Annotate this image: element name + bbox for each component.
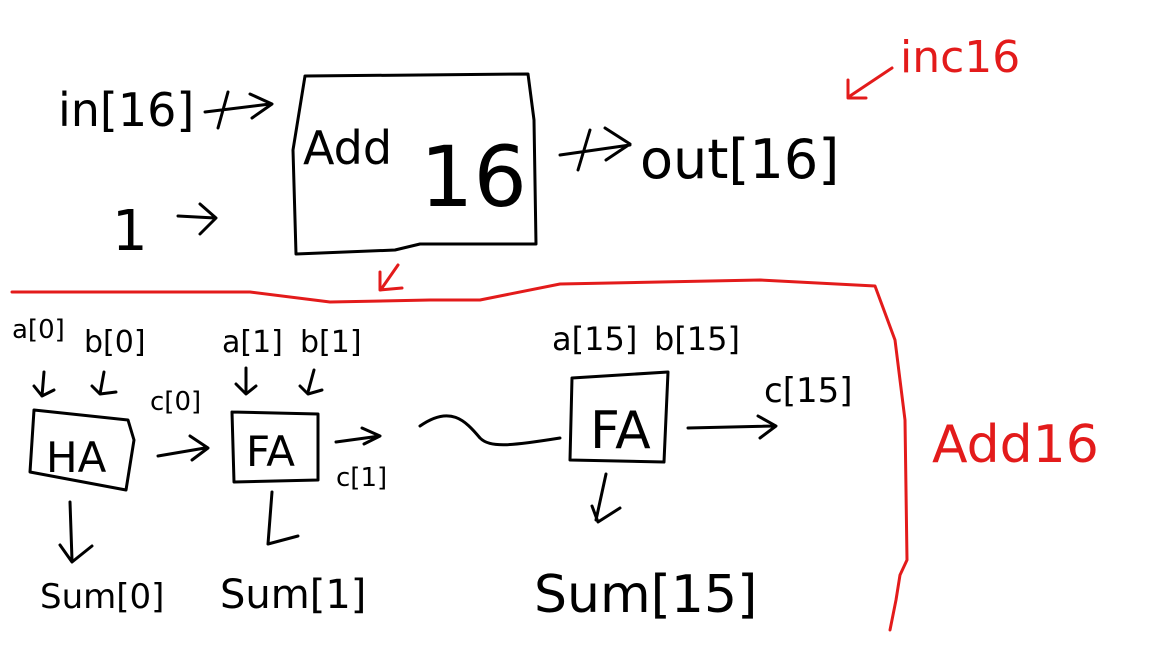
ha-carry-arrow [156, 434, 210, 462]
add16-bracket [10, 278, 909, 632]
fa1-carry-arrow [334, 426, 382, 446]
input-one-arrow [176, 202, 218, 236]
add16-block-number: 16 [420, 128, 527, 226]
ha-input-a: a[0] [12, 315, 65, 345]
ha-input-b-arrow [90, 370, 118, 396]
ha-input-a-arrow [32, 370, 56, 398]
full-adder-1-block: FA [230, 410, 320, 484]
add16-block: Add 16 [291, 72, 538, 256]
fa15-input-a: a[15] [552, 320, 637, 358]
half-adder-block: HA [28, 408, 136, 492]
full-adder-15-block: FA [568, 370, 670, 464]
add16-block-word: Add [303, 121, 392, 175]
fa1-input-a: a[1] [222, 325, 283, 360]
fa1-carry-label: c[1] [336, 463, 387, 493]
chip-name-arrow [846, 66, 894, 100]
full-adder-1-label: FA [246, 427, 295, 476]
expansion-arrow [378, 263, 404, 292]
input-one-label: 1 [112, 199, 148, 264]
carry-chain-ellipsis-wire [418, 414, 562, 447]
input-in-label: in[16] [58, 83, 194, 137]
ha-input-b: b[0] [84, 325, 146, 360]
ha-sum-arrow [58, 500, 94, 564]
add16-group-label: Add16 [932, 415, 1099, 475]
fa15-input-b: b[15] [654, 320, 740, 358]
full-adder-15-label: FA [590, 401, 651, 461]
chip-name-label: inc16 [900, 32, 1020, 83]
fa15-carry-label: c[15] [764, 371, 853, 411]
fa15-sum-arrow [590, 472, 622, 524]
fa15-carry-arrow [686, 414, 778, 440]
fa15-sum-label: Sum[15] [534, 565, 757, 625]
fa1-input-b: b[1] [300, 325, 362, 360]
half-adder-label: HA [46, 433, 107, 482]
fa1-sum-arrow [266, 490, 300, 546]
fa1-sum-label: Sum[1] [220, 572, 366, 618]
ha-sum-label: Sum[0] [40, 577, 164, 617]
ha-carry-label: c[0] [150, 387, 201, 417]
output-arrow [558, 126, 632, 172]
fa1-input-b-arrow [298, 368, 324, 396]
fa1-input-a-arrow [234, 366, 258, 396]
input-in-arrow [203, 90, 274, 130]
output-label: out[16] [640, 128, 839, 191]
